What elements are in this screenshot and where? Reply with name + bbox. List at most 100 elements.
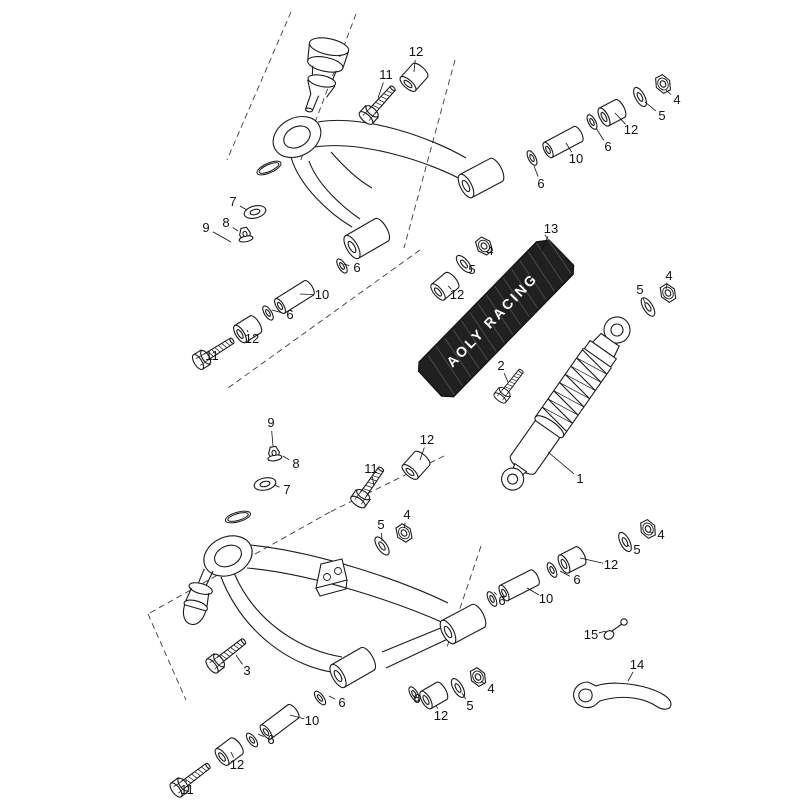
callout-leader bbox=[413, 59, 416, 73]
part-callout-12: 12 bbox=[624, 122, 638, 137]
callout-leader bbox=[642, 297, 646, 304]
callout-leader bbox=[644, 101, 657, 112]
part-callout-4: 4 bbox=[486, 243, 493, 258]
part-callout-4: 4 bbox=[665, 268, 672, 283]
part-callout-5: 5 bbox=[658, 108, 665, 123]
part-callout-12: 12 bbox=[409, 44, 423, 59]
part-callout-10: 10 bbox=[305, 713, 319, 728]
part-callout-11: 11 bbox=[364, 461, 378, 476]
callout-leader bbox=[579, 557, 604, 564]
callout-leader bbox=[533, 165, 539, 177]
callout-leader bbox=[271, 430, 274, 447]
upper-ball-joint-eye bbox=[272, 115, 322, 159]
part-callout-7: 7 bbox=[283, 482, 290, 497]
callout-leader bbox=[598, 630, 607, 634]
part-callout-11: 11 bbox=[205, 348, 219, 363]
shock-absorber bbox=[501, 316, 631, 491]
callout-leader bbox=[435, 704, 439, 709]
part-callout-5: 5 bbox=[377, 517, 384, 532]
part-callout-5: 5 bbox=[633, 542, 640, 557]
callout-leader bbox=[289, 714, 305, 720]
part-callout-5: 5 bbox=[466, 698, 473, 713]
part-callout-8: 8 bbox=[292, 456, 299, 471]
part-callout-14: 14 bbox=[630, 657, 644, 672]
callout-leader bbox=[540, 236, 549, 253]
part-callout-4: 4 bbox=[403, 507, 410, 522]
part-callout-6: 6 bbox=[537, 176, 544, 191]
callout-leader bbox=[403, 522, 406, 529]
part-callout-6: 6 bbox=[353, 260, 360, 275]
part-callout-11: 11 bbox=[379, 67, 393, 82]
callout-leader bbox=[626, 544, 631, 547]
part-callout-15: 15 bbox=[584, 627, 598, 642]
part-callout-11: 11 bbox=[180, 782, 194, 797]
shock-mount-bracket bbox=[315, 558, 348, 589]
part-callout-4: 4 bbox=[673, 92, 680, 107]
part-callout-6: 6 bbox=[286, 307, 293, 322]
callout-leader bbox=[493, 591, 497, 596]
part-callout-12: 12 bbox=[245, 331, 259, 346]
part-callout-12: 12 bbox=[420, 432, 434, 447]
spring-coils bbox=[541, 349, 608, 432]
callout-leader bbox=[343, 263, 350, 267]
part-callout-10: 10 bbox=[569, 151, 583, 166]
callout-leader bbox=[235, 654, 243, 665]
ball-joint-lower bbox=[182, 568, 214, 626]
part-callout-8: 8 bbox=[222, 215, 229, 230]
part-callout-7: 7 bbox=[229, 194, 236, 209]
callout-leader bbox=[480, 680, 486, 685]
lower-a-arm bbox=[203, 535, 490, 691]
callout-leader bbox=[559, 570, 571, 577]
callout-leader bbox=[381, 532, 383, 542]
part-callout-12: 12 bbox=[450, 287, 464, 302]
part-callout-5: 5 bbox=[636, 282, 643, 297]
callout-leader bbox=[282, 455, 290, 461]
callout-leader bbox=[212, 231, 232, 243]
part-callout-10: 10 bbox=[539, 591, 553, 606]
callout-leader bbox=[526, 587, 540, 596]
part-callout-4: 4 bbox=[487, 681, 494, 696]
part-callout-1: 1 bbox=[576, 471, 583, 486]
part-callout-3: 3 bbox=[243, 663, 250, 678]
callout-leader bbox=[461, 692, 467, 700]
part-callout-2: 2 bbox=[497, 358, 504, 373]
callout-leader bbox=[649, 531, 654, 534]
callout-leader bbox=[273, 484, 280, 488]
part-callout-6: 6 bbox=[338, 695, 345, 710]
callout-leader bbox=[547, 451, 575, 475]
part-callout-6: 6 bbox=[604, 139, 611, 154]
part-callout-6: 6 bbox=[498, 593, 505, 608]
part-callout-10: 10 bbox=[315, 287, 329, 302]
callout-leader bbox=[665, 283, 668, 290]
part-callout-12: 12 bbox=[434, 708, 448, 723]
callout-leader bbox=[239, 205, 248, 211]
callout-leader bbox=[665, 89, 672, 95]
callout-leader bbox=[246, 329, 249, 333]
callout-leader bbox=[419, 447, 425, 461]
upper-a-arm bbox=[272, 115, 508, 262]
cover-hatching bbox=[427, 234, 572, 395]
part-callout-5: 5 bbox=[468, 262, 475, 277]
callout-leader bbox=[447, 285, 452, 290]
part-callout-6: 6 bbox=[413, 691, 420, 706]
part-callout-13: 13 bbox=[544, 221, 558, 236]
ball-joint-upper bbox=[304, 37, 350, 113]
part-callout-6: 6 bbox=[267, 732, 274, 747]
callout-leader bbox=[503, 373, 509, 383]
callout-leader bbox=[299, 293, 315, 296]
part-callout-9: 9 bbox=[202, 220, 209, 235]
callout-leader bbox=[328, 695, 336, 700]
part-callout-4: 4 bbox=[657, 527, 664, 542]
part-callout-9: 9 bbox=[267, 415, 274, 430]
part-callout-12: 12 bbox=[604, 557, 618, 572]
callout-leader bbox=[271, 309, 283, 314]
callout-leader bbox=[257, 733, 264, 738]
callout-leader bbox=[232, 227, 239, 232]
callout-leader bbox=[230, 751, 235, 758]
callout-leader bbox=[614, 112, 626, 125]
spanner-wrench-14 bbox=[573, 681, 672, 710]
callout-leader bbox=[377, 82, 384, 99]
